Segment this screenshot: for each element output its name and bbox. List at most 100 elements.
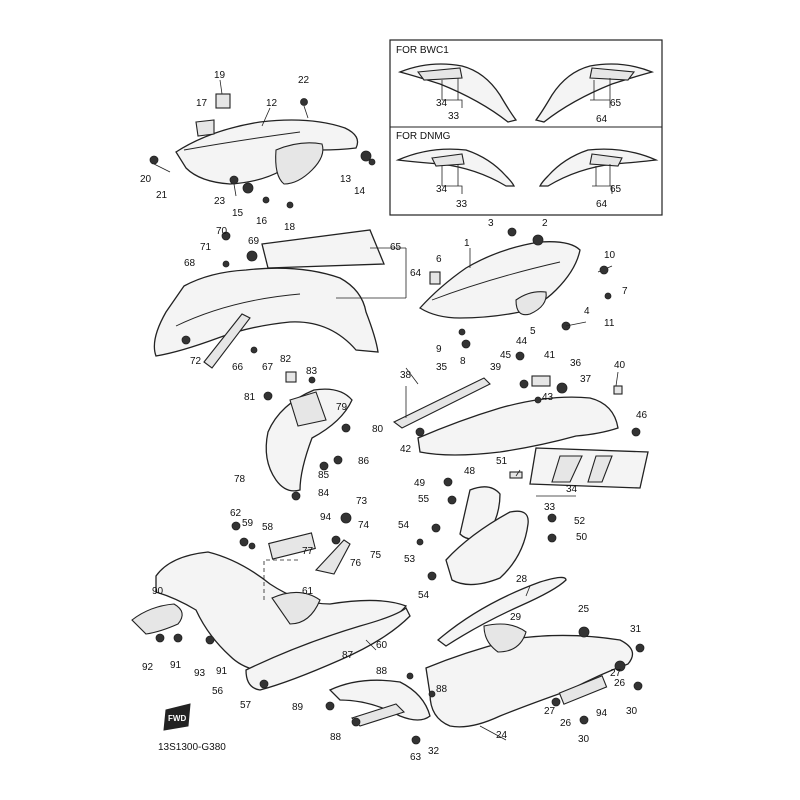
callout-18: 18: [284, 222, 296, 233]
callout-88c: 88: [330, 732, 342, 743]
callout-30b: 30: [578, 734, 590, 745]
callout-59: 59: [242, 518, 254, 529]
callout-84: 84: [318, 488, 330, 499]
part-78-inner-duct: [265, 388, 353, 492]
callout-77: 77: [302, 546, 314, 557]
callout-73: 73: [356, 496, 368, 507]
callout-28: 28: [516, 574, 528, 585]
callout-86: 86: [358, 456, 370, 467]
callout-39: 39: [490, 362, 502, 373]
inset-dnmg-label-64: 64: [596, 199, 608, 210]
fasteners-upper-cover: [149, 93, 376, 209]
callout-19: 19: [214, 70, 226, 81]
fwd-badge-text: FWD: [168, 714, 186, 723]
callout-70: 70: [216, 226, 228, 237]
callout-26b: 26: [560, 718, 572, 729]
part-33-right-side-cover: [417, 396, 649, 497]
callout-35: 35: [436, 362, 448, 373]
part-47-lower-bracket: [445, 471, 529, 586]
callout-13: 13: [340, 174, 352, 185]
callout-60: 60: [376, 640, 388, 651]
callout-65: 65: [390, 242, 402, 253]
callout-26: 26: [614, 678, 626, 689]
callout-67: 67: [262, 362, 274, 373]
inset-dnmg-left-decal: [431, 153, 465, 167]
callout-68: 68: [184, 258, 196, 269]
callout-16: 16: [256, 216, 268, 227]
callout-4: 4: [584, 306, 590, 317]
callout-88b: 88: [436, 684, 448, 695]
callout-8: 8: [460, 356, 466, 367]
callout-32: 32: [428, 746, 440, 757]
callout-63: 63: [410, 752, 422, 763]
callout-1: 1: [464, 238, 470, 249]
inset-bwc1-left-leaders: [441, 78, 463, 108]
callout-72: 72: [190, 356, 202, 367]
callout-21: 21: [156, 190, 168, 201]
callout-9: 9: [436, 344, 442, 355]
part-35-trim-strip: [392, 377, 491, 429]
callout-87: 87: [342, 650, 354, 661]
callout-53: 53: [404, 554, 416, 565]
inset-bwc1-left-decal: [416, 67, 463, 81]
callout-74: 74: [358, 520, 370, 531]
inset-panel: FOR BWC1 FOR DNMG 34 33 65 64 34 33 65 6…: [389, 39, 663, 216]
callout-62: 62: [230, 508, 242, 519]
callout-52: 52: [574, 516, 586, 527]
callout-36: 36: [570, 358, 582, 369]
part-87-inner-panel: [328, 679, 431, 727]
callout-29: 29: [510, 612, 522, 623]
fasteners-right-side-cover: [415, 351, 641, 437]
callout-3: 3: [488, 218, 494, 229]
callout-55: 55: [418, 494, 430, 505]
callout-54: 54: [398, 520, 410, 531]
callout-12: 12: [266, 98, 278, 109]
callout-23: 23: [214, 196, 226, 207]
inset-bwc1-right-decal: [589, 67, 636, 81]
callout-58: 58: [262, 522, 274, 533]
inset-dnmg-right-decal: [589, 153, 623, 167]
callout-10: 10: [604, 250, 616, 261]
callout-6: 6: [436, 254, 442, 265]
callout-75: 75: [370, 550, 382, 561]
callout-81: 81: [244, 392, 256, 403]
fasteners-inner-duct: [263, 371, 351, 501]
callout-40: 40: [614, 360, 626, 371]
part-1-right-upper-cover: [418, 241, 581, 319]
callout-83: 83: [306, 366, 318, 377]
callout-94b: 94: [596, 708, 608, 719]
fasteners-lower-left-cowl: [155, 512, 352, 689]
callout-66: 66: [232, 362, 244, 373]
diagram-caption: 13S1300-G380: [158, 742, 226, 753]
callout-2: 2: [542, 218, 548, 229]
callout-49: 49: [414, 478, 426, 489]
callout-5: 5: [530, 326, 536, 337]
callout-38: 38: [400, 370, 412, 381]
callout-51: 51: [496, 456, 508, 467]
callout-93: 93: [194, 668, 206, 679]
inset-dnmg-label-34: 34: [436, 184, 448, 195]
inset-bwc1-label-64: 64: [596, 114, 608, 125]
callout-89: 89: [292, 702, 304, 713]
callout-34: 34: [566, 484, 578, 495]
callout-69: 69: [248, 236, 260, 247]
inset-dnmg-label-33: 33: [456, 199, 468, 210]
callout-78: 78: [234, 474, 246, 485]
callout-64: 64: [410, 268, 422, 279]
callout-54b: 54: [418, 590, 430, 601]
callout-14: 14: [354, 186, 366, 197]
callout-44: 44: [516, 336, 528, 347]
callout-94: 94: [320, 512, 332, 523]
inset-title-dnmg: FOR DNMG: [396, 131, 451, 142]
callout-7: 7: [622, 286, 628, 297]
callout-92: 92: [142, 662, 154, 673]
callout-48: 48: [464, 466, 476, 477]
callout-43: 43: [542, 392, 554, 403]
inset-title-bwc1: FOR BWC1: [396, 45, 449, 56]
callout-46: 46: [636, 410, 648, 421]
callout-80: 80: [372, 424, 384, 435]
callout-24: 24: [496, 730, 508, 741]
callout-45: 45: [500, 350, 512, 361]
callout-labels: 19 17 12 22 20 21 23 15 16 18 13 14 3 2 …: [140, 70, 648, 763]
